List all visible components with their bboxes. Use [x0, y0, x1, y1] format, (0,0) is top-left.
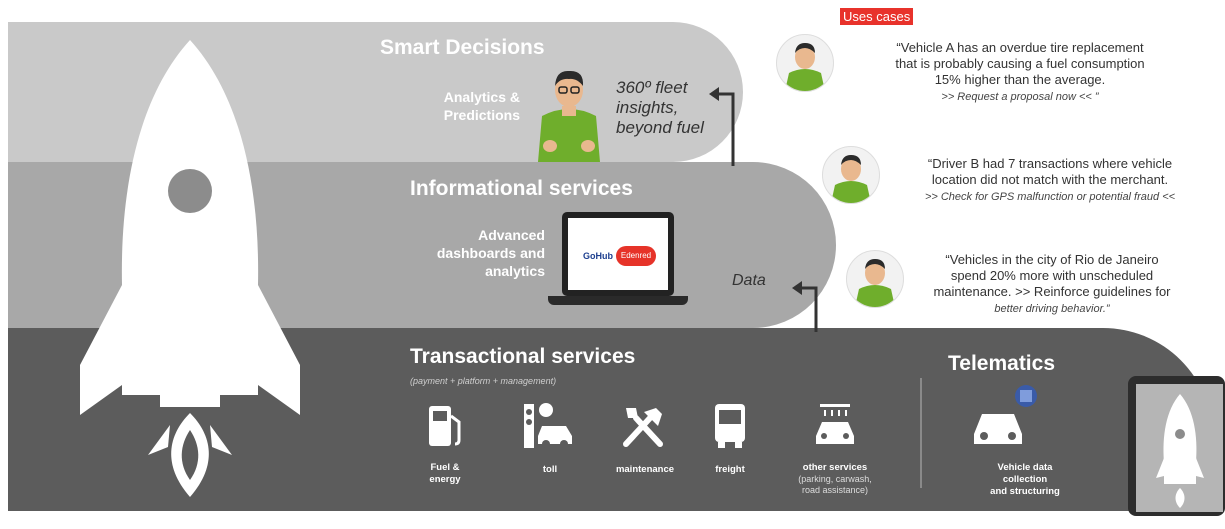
up-arrow-icon [709, 87, 735, 166]
gohub-logo: GoHub [582, 248, 614, 264]
insights-line-1: 360º fleet [616, 78, 688, 97]
presenter-avatar-icon [538, 70, 600, 162]
edenred-logo: Edenred [616, 246, 656, 266]
driver-avatar-icon [785, 43, 825, 91]
freight-label: freight [715, 464, 745, 475]
other-services-note-1: (parking, carwash, [798, 474, 872, 484]
use-case-2: “Driver B had 7 transactions where vehic… [880, 156, 1220, 205]
predictions-line: Predictions [443, 107, 520, 123]
tools-icon [623, 408, 663, 447]
use-case-1-cta: >> Request a proposal now << ” [941, 91, 1099, 103]
avatar [846, 250, 904, 308]
telematics-title: Telematics [948, 352, 1055, 375]
avatar [822, 146, 880, 204]
vehicle-data-line-2: collection [1002, 474, 1048, 485]
use-case-3-line-3: maintenance. >> Reinforce guidelines for [933, 284, 1171, 299]
rocket-icon [80, 40, 300, 497]
data-label: Data [732, 272, 766, 289]
dashboards-line-3: analytics [485, 263, 545, 279]
insights-line-2: insights, [616, 98, 679, 117]
data-up-arrow-icon [792, 281, 818, 332]
vehicle-data-line-3: and structuring [990, 486, 1060, 497]
fuel-label-1: Fuel & [430, 462, 460, 473]
dashboards-label: Advanced dashboards and analytics [395, 226, 545, 280]
laptop-base [548, 296, 688, 305]
use-case-1-line-3: 15% higher than the average. [934, 72, 1106, 87]
laptop-screen: GoHub Edenred [562, 212, 674, 296]
toll-label: toll [542, 464, 558, 475]
use-case-3-line-1: “Vehicles in the city of Rio de Janeiro [945, 252, 1159, 267]
telematics-divider [920, 378, 922, 488]
fuel-label-2: energy [429, 474, 461, 485]
laptop-display: GoHub Edenred [568, 218, 668, 290]
use-case-2-line-2: location did not match with the merchant… [931, 172, 1169, 187]
smart-decisions-layer [8, 22, 743, 162]
avatar [776, 34, 834, 92]
use-case-3-line-2: spend 20% more with unscheduled [950, 268, 1154, 283]
informational-services-title: Informational services [410, 177, 633, 200]
uses-cases-label: Uses cases [840, 8, 914, 25]
analytics-predictions-label: Analytics & Predictions [400, 88, 520, 124]
use-case-1-line-2: that is probably causing a fuel consumpt… [895, 56, 1145, 71]
other-services-label: other services (parking, carwash, road a… [775, 462, 895, 496]
use-case-3: “Vehicles in the city of Rio de Janeiro … [902, 252, 1202, 317]
vehicle-data-label: Vehicle data collection and structuring [975, 462, 1075, 498]
small-rocket-icon [1156, 394, 1204, 508]
connected-car-icon [974, 385, 1037, 444]
rocket-card [1128, 376, 1225, 516]
fuel-energy-label: Fuel & energy [415, 462, 475, 486]
fleet-insights-text: 360º fleet insights, beyond fuel [616, 78, 704, 138]
use-case-1: “Vehicle A has an overdue tire replaceme… [850, 40, 1190, 105]
maintenance-label: maintenance [615, 464, 675, 475]
transactional-subtitle: (payment + platform + management) [410, 376, 557, 386]
vehicle-data-line-1: Vehicle data [997, 462, 1053, 473]
smart-decisions-title: Smart Decisions [380, 36, 545, 59]
use-case-3-cta: better driving behavior.” [994, 303, 1110, 315]
toll-icon [524, 403, 572, 448]
other-services-title: other services [802, 462, 868, 473]
use-case-2-line-1: “Driver B had 7 transactions where vehic… [927, 156, 1173, 171]
other-services-note-2: road assistance) [801, 485, 869, 495]
driver-avatar-icon [855, 259, 895, 307]
driver-avatar-icon [831, 155, 871, 203]
dashboards-line-1: Advanced [478, 227, 545, 243]
car-wash-icon [816, 404, 854, 444]
fuel-pump-icon [429, 406, 461, 446]
use-case-2-cta: >> Check for GPS malfunction or potentia… [924, 191, 1176, 203]
use-case-1-line-1: “Vehicle A has an overdue tire replaceme… [896, 40, 1144, 55]
truck-icon [715, 404, 745, 448]
transactional-services-title: Transactional services [410, 345, 636, 368]
dashboards-line-2: dashboards and [436, 245, 545, 261]
insights-line-3: beyond fuel [616, 118, 704, 137]
analytics-line: Analytics & [443, 89, 520, 105]
